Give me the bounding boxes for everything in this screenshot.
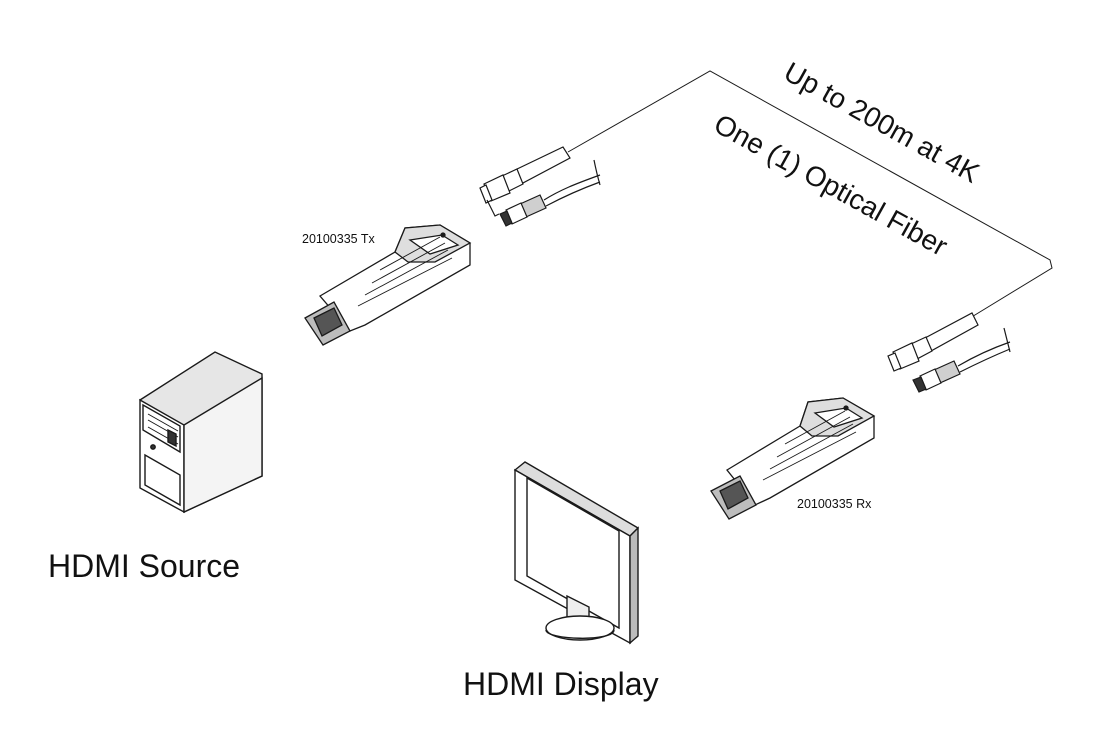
lc-fiber-connector-icon	[479, 146, 571, 217]
usb-power-plug-icon	[499, 159, 601, 227]
hdmi-display-label: HDMI Display	[463, 666, 659, 702]
optical-fiber-cable	[567, 70, 1053, 319]
usb-power-plug-icon	[912, 327, 1011, 393]
monitor-icon	[513, 461, 640, 645]
hdmi-fiber-transmitter-icon	[304, 224, 472, 346]
receiver-model-label: 20100335 Rx	[797, 497, 872, 511]
transmitter-model-label: 20100335 Tx	[302, 232, 375, 246]
hdmi-source-label: HDMI Source	[48, 548, 241, 584]
hdmi-fiber-receiver-icon	[710, 397, 876, 520]
lc-fiber-connector-icon	[887, 312, 979, 372]
pc-tower-icon	[139, 351, 263, 514]
